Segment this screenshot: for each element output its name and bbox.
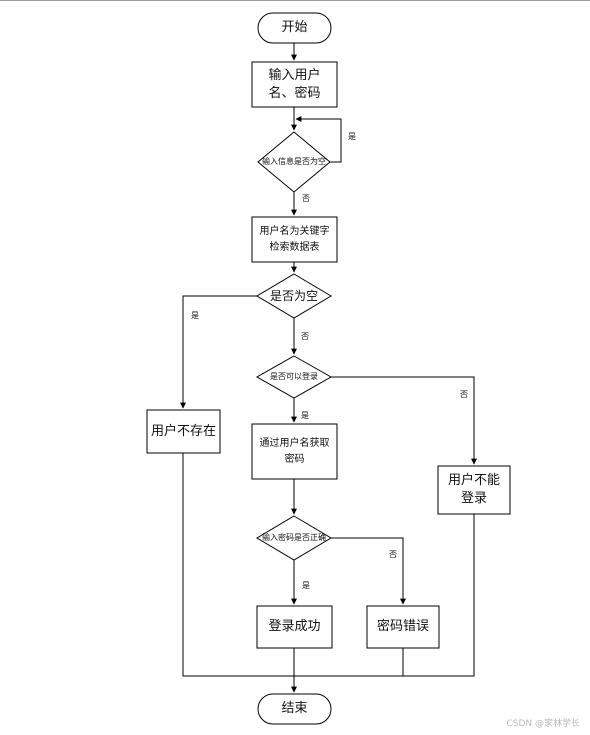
edge-canlogin-no	[331, 376, 477, 465]
edge-label-no: 否	[460, 390, 468, 399]
user-not-exist-label: 用户不存在	[150, 423, 216, 439]
edge-notexist-merge	[182, 453, 294, 677]
edge-label-yes: 是	[301, 411, 309, 420]
check-empty-label: 输入信息是否为空	[262, 157, 326, 166]
top-border	[0, 0, 590, 1]
edge-label-yes: 是	[191, 311, 199, 320]
cannot-login-box	[437, 465, 511, 515]
edge-check-yes-loop	[295, 116, 342, 163]
edge-label-yes: 是	[348, 132, 356, 141]
end-terminal	[257, 693, 332, 725]
login-success-box	[256, 605, 333, 649]
input-process-box	[251, 61, 338, 108]
edge-result-yes	[180, 295, 257, 409]
password-error-box	[366, 605, 440, 649]
end-label: 结束	[281, 701, 308, 717]
start-label: 开始	[281, 20, 308, 36]
login-success-label: 登录成功	[268, 619, 321, 635]
password-error-label: 密码错误	[376, 619, 429, 635]
can-login-label: 是否可以登录	[270, 371, 318, 381]
cannot-login-label: 用户不能登录	[447, 473, 500, 506]
edge-pw-no	[331, 537, 406, 605]
edge-cannot-merge	[294, 514, 475, 677]
edge-label-no: 否	[301, 332, 309, 341]
search-label: 用户名为关键字检索数据表	[259, 226, 330, 253]
user-not-exist-box	[146, 409, 221, 454]
edge-label-no: 否	[389, 550, 397, 559]
edge-label-no: 否	[302, 194, 310, 203]
password-correct-label: 输入密码是否正确	[262, 533, 326, 542]
get-password-box	[251, 423, 338, 480]
edge-label-yes: 是	[302, 581, 310, 590]
result-empty-label: 是否为空	[270, 288, 319, 303]
search-process-box	[251, 216, 338, 263]
watermark: CSDN @家林学长	[506, 719, 580, 729]
get-password-label: 通过用户名获取密码	[259, 438, 330, 465]
input-label: 输入用户名、密码	[268, 67, 321, 101]
